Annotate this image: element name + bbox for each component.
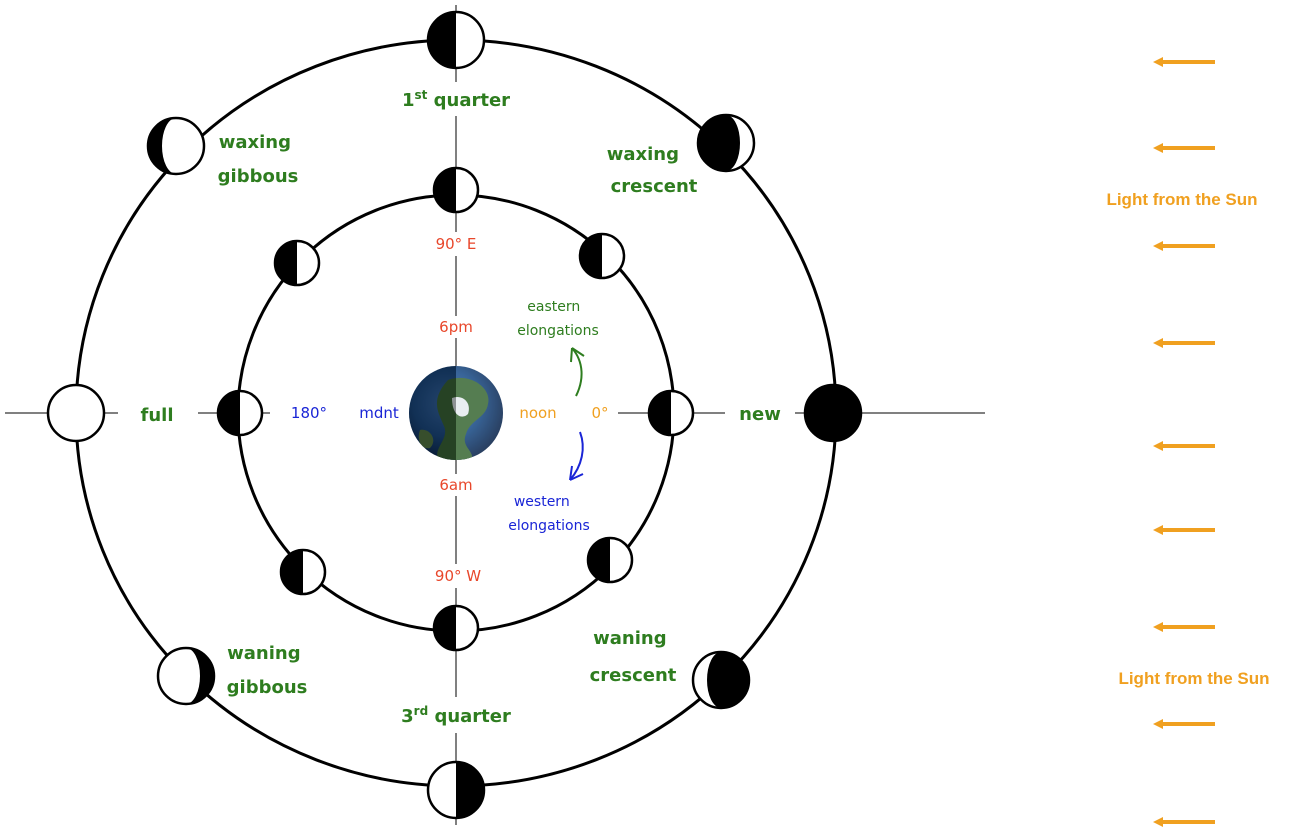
label-full: full: [141, 405, 174, 426]
moon-third-quarter: [426, 760, 486, 820]
label-0-degrees: 0°: [591, 404, 608, 422]
left-arrow-icon: [1153, 622, 1215, 632]
inner-moon-right: [647, 389, 695, 437]
label-90-east: 90° E: [436, 235, 477, 253]
sunlight-arrows: [1153, 57, 1215, 827]
moon-waxing-crescent: [696, 113, 756, 173]
left-arrow-icon: [1153, 241, 1215, 251]
sunlight-label-bottom: Light from the Sun: [1118, 669, 1269, 688]
inner-moons: [216, 166, 695, 652]
label-6pm: 6pm: [439, 318, 473, 336]
label-6am: 6am: [439, 476, 472, 494]
eastern-elongation-arrow: [570, 347, 585, 397]
outer-moons: [46, 10, 863, 820]
label-waxing-gibbous: waxing gibbous: [218, 132, 299, 187]
left-arrow-icon: [1153, 338, 1215, 348]
left-arrow-icon: [1153, 143, 1215, 153]
label-90-west: 90° W: [435, 567, 481, 585]
moon-waxing-gibbous: [146, 116, 206, 176]
label-western-elongations: western elongations: [508, 494, 590, 534]
moon-new: [803, 383, 863, 443]
left-arrow-icon: [1153, 719, 1215, 729]
label-midnight: mdnt: [359, 404, 399, 422]
western-elongation-arrow: [569, 431, 584, 481]
inner-moon-bottom-right: [586, 536, 634, 584]
label-first-quarter: 1st quarter: [402, 88, 510, 111]
left-arrow-icon: [1153, 817, 1215, 827]
label-180-degrees: 180°: [291, 404, 327, 422]
inner-moon-top-right: [578, 232, 626, 280]
label-noon: noon: [519, 404, 556, 422]
label-waxing-crescent: waxing crescent: [607, 144, 698, 197]
inner-moon-left: [216, 389, 264, 437]
label-waning-crescent: waning crescent: [590, 628, 677, 686]
inner-moon-top-left: [273, 239, 321, 287]
moon-full: [46, 383, 106, 443]
moon-waning-crescent: [691, 650, 751, 710]
left-arrow-icon: [1153, 525, 1215, 535]
sunlight-label-top: Light from the Sun: [1106, 190, 1257, 209]
label-eastern-elongations: eastern elongations: [517, 299, 599, 339]
left-arrow-icon: [1153, 441, 1215, 451]
inner-moon-top: [432, 166, 480, 214]
earth-globe-icon: [409, 366, 503, 460]
label-new: new: [739, 404, 781, 425]
label-waning-gibbous: waning gibbous: [227, 643, 308, 698]
left-arrow-icon: [1153, 57, 1215, 67]
moon-waning-gibbous: [156, 646, 216, 706]
inner-moon-bottom-left: [279, 548, 327, 596]
label-third-quarter: 3rd quarter: [401, 704, 511, 727]
moon-first-quarter: [426, 10, 486, 70]
inner-moon-bottom: [432, 604, 480, 652]
